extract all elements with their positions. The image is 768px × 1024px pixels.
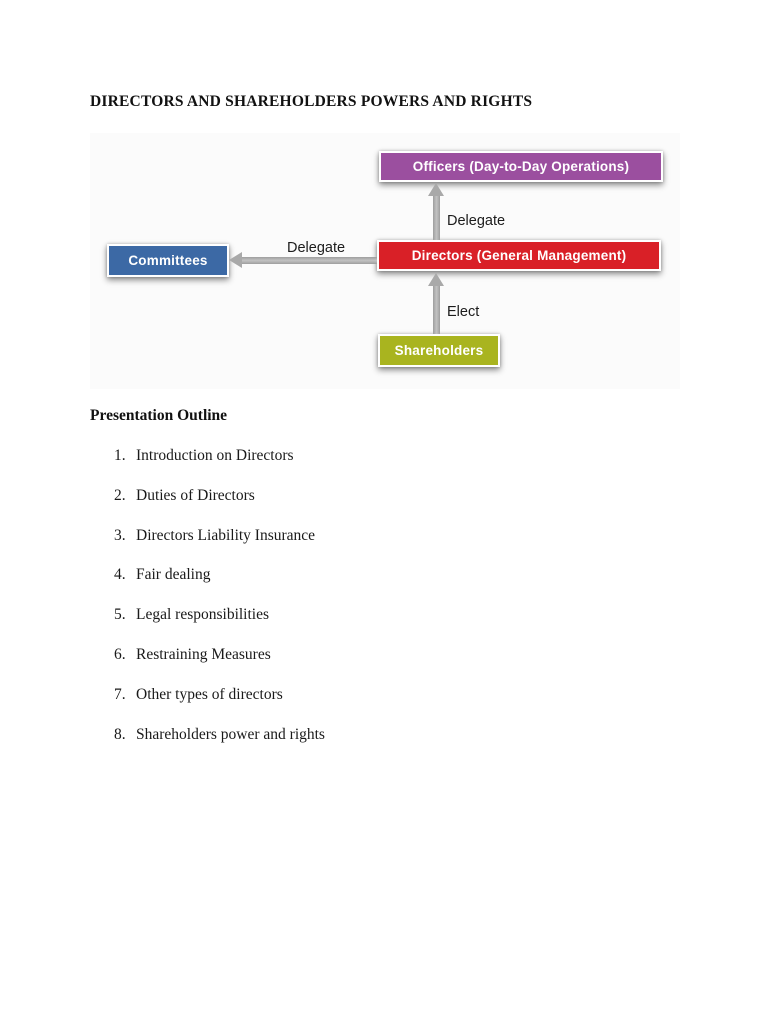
delegate-up-arrow-head-icon: [428, 183, 444, 196]
delegate-left-arrow-head-icon: [229, 252, 242, 268]
elect-arrow-head-icon: [428, 273, 444, 286]
list-item: 7. Other types of directors: [114, 685, 325, 703]
list-item: 2. Duties of Directors: [114, 486, 325, 504]
delegate-left-arrow-shaft: [242, 257, 377, 264]
list-item-number: 5.: [114, 606, 126, 624]
list-item: 6. Restraining Measures: [114, 645, 325, 663]
directors-box-label: Directors (General Management): [411, 248, 627, 263]
list-item: 5. Legal responsibilities: [114, 606, 325, 624]
outline-heading: Presentation Outline: [90, 407, 228, 424]
elect-label: Elect: [447, 304, 480, 320]
list-item-number: 7.: [114, 685, 126, 703]
list-item: 8. Shareholders power and rights: [114, 725, 325, 743]
delegate-up-arrow-shaft: [433, 195, 440, 240]
list-item-text: Introduction on Directors: [136, 447, 294, 464]
list-item: 4. Fair dealing: [114, 566, 325, 584]
committees-box: Committees: [107, 244, 229, 277]
list-item-number: 4.: [114, 566, 126, 584]
page-title: DIRECTORS AND SHAREHOLDERS POWERS AND RI…: [90, 93, 533, 110]
presentation-outline-list: 1. Introduction on Directors 2. Duties o…: [114, 447, 325, 765]
delegate-to-committees-label: Delegate: [287, 240, 346, 256]
shareholders-box-label: Shareholders: [394, 343, 484, 358]
elect-arrow-shaft: [433, 285, 440, 334]
delegate-to-officers-label: Delegate: [447, 213, 506, 229]
directors-box: Directors (General Management): [377, 240, 661, 271]
list-item-text: Fair dealing: [136, 566, 211, 584]
shareholders-box: Shareholders: [378, 334, 500, 367]
list-item-text: Restraining Measures: [136, 645, 271, 663]
list-item-text: Shareholders power and rights: [136, 725, 325, 743]
list-item-text: Duties of Directors: [136, 486, 255, 504]
list-item-number: 3.: [114, 526, 126, 544]
committees-box-label: Committees: [128, 253, 208, 268]
governance-diagram: Officers (Day-to-Day Operations) Directo…: [90, 133, 680, 389]
list-item-number: 2.: [114, 486, 126, 504]
list-item-number: 8.: [114, 725, 126, 743]
list-item-text: Other types of directors: [136, 685, 283, 703]
list-item-text: Directors Liability Insurance: [136, 526, 316, 544]
officers-box-label: Officers (Day-to-Day Operations): [412, 159, 630, 174]
list-item-number: 1.: [114, 447, 126, 464]
list-item-text: Legal responsibilities: [136, 606, 270, 624]
list-item-number: 6.: [114, 645, 126, 663]
officers-box: Officers (Day-to-Day Operations): [379, 151, 663, 182]
list-item: 1. Introduction on Directors: [114, 447, 325, 464]
list-item: 3. Directors Liability Insurance: [114, 526, 325, 544]
